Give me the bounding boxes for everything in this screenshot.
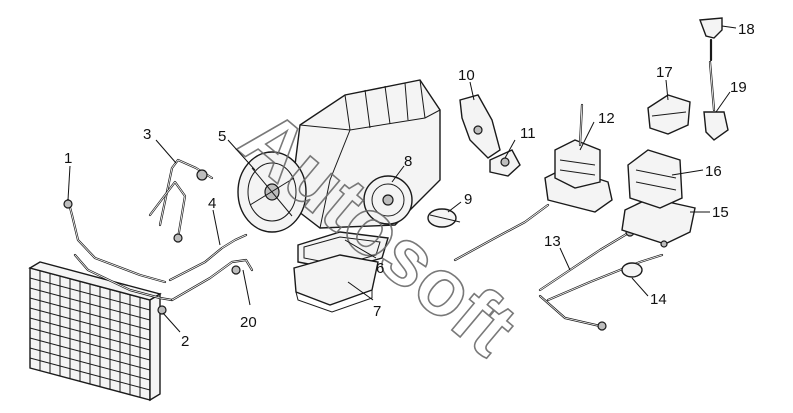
radiator-tube [29, 297, 151, 331]
cooler-pipe-bracket [148, 158, 214, 243]
callout-7: 7 [373, 303, 381, 320]
radiator-tube [29, 287, 151, 321]
callout-16: 16 [705, 163, 722, 180]
callout-9: 9 [464, 191, 472, 208]
mount-brackets [459, 94, 521, 177]
callout-1: 1 [64, 150, 72, 167]
callout-8: 8 [404, 153, 412, 170]
radiator-tube [29, 317, 151, 351]
callout-3: 3 [143, 126, 151, 143]
radiator-tube [29, 277, 151, 311]
selector-cables [538, 227, 664, 331]
radiator-tube [29, 337, 151, 371]
callout-10: 10 [458, 67, 475, 84]
callout-4: 4 [208, 195, 216, 212]
selector-lever [699, 17, 729, 141]
callout-2: 2 [181, 333, 189, 350]
callout-20: 20 [240, 314, 257, 331]
callout-5: 5 [218, 128, 226, 145]
callout-14: 14 [650, 291, 667, 308]
oil-cooler-radiator [28, 261, 162, 402]
shift-cable [453, 203, 550, 262]
selector-housing [621, 149, 696, 248]
gear-shifter [544, 103, 613, 213]
shifter-cover [647, 94, 691, 135]
radiator-tube [29, 357, 151, 391]
leader-lines [67, 25, 737, 333]
callout-15: 15 [712, 204, 729, 221]
callout-11: 11 [520, 125, 536, 142]
radiator-tube [29, 307, 151, 341]
radiator-tube [29, 327, 151, 361]
callout-17: 17 [656, 64, 673, 81]
callout-13: 13 [544, 233, 561, 250]
callout-12: 12 [598, 110, 615, 127]
callout-18: 18 [738, 21, 755, 38]
callout-labels: 1 2 3 4 5 6 7 8 9 10 11 12 13 14 15 16 1… [64, 21, 755, 350]
filter-parts [363, 175, 461, 228]
callout-19: 19 [730, 79, 747, 96]
radiator-tube [29, 347, 151, 381]
callout-6: 6 [376, 260, 384, 277]
oil-pan [293, 231, 389, 313]
